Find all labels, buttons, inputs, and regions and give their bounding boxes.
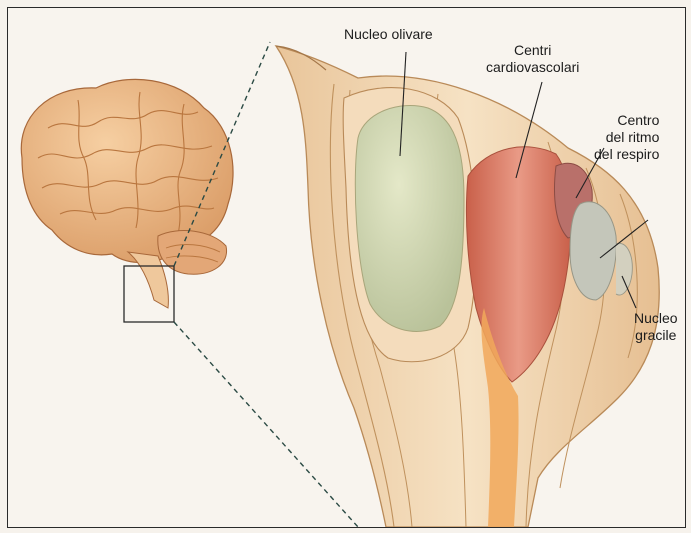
label-centri-cardiovascolari: Centri cardiovascolari <box>486 42 579 76</box>
label-centro-ritmo-respiro: Centro del ritmo del respiro <box>594 112 659 163</box>
figure-frame: Nucleo olivare Centri cardiovascolari Ce… <box>7 7 686 528</box>
olivary-nucleus <box>355 106 464 332</box>
whole-brain <box>21 79 233 308</box>
label-nucleo-olivare: Nucleo olivare <box>344 26 433 43</box>
anatomy-illustration <box>8 8 685 527</box>
zoom-line-bottom <box>174 322 358 527</box>
label-nucleo-gracile: Nucleo gracile <box>634 310 678 344</box>
